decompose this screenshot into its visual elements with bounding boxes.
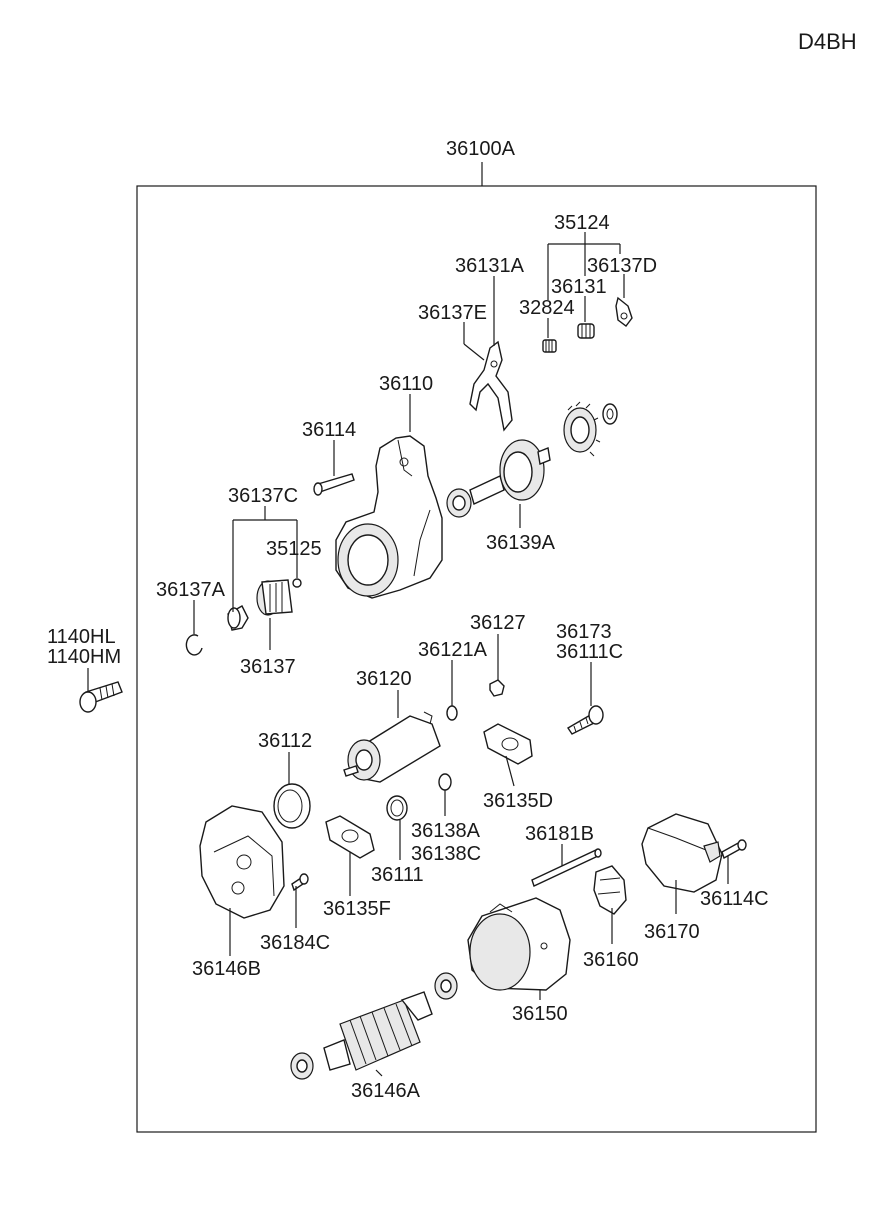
label-36137[interactable]: 36137 <box>240 656 296 678</box>
label-36137C[interactable]: 36137C <box>228 485 298 507</box>
label-36138C[interactable]: 36138C <box>411 843 481 865</box>
yoke-part[interactable] <box>467 897 571 991</box>
label-36111[interactable]: 36111 <box>371 864 424 886</box>
o-ring-part[interactable] <box>386 795 408 821</box>
label-36137A[interactable]: 36137A <box>156 579 226 601</box>
solenoid-part[interactable] <box>343 711 441 783</box>
housing-bolt-part[interactable] <box>313 473 355 496</box>
gasket-plate-f-part[interactable] <box>325 815 375 859</box>
small-spring-part[interactable] <box>542 339 557 353</box>
label-36138A[interactable]: 36138A <box>411 820 481 842</box>
bracket-bolt-part[interactable] <box>721 839 747 860</box>
label-36137E[interactable]: 36137E <box>418 302 487 324</box>
diagram-code: D4BH <box>798 29 857 54</box>
end-cover-part[interactable] <box>199 805 285 919</box>
label-36112[interactable]: 36112 <box>258 730 312 752</box>
pinion-gear-part[interactable] <box>256 579 293 616</box>
label-35125[interactable]: 35125 <box>266 538 322 560</box>
label-36150[interactable]: 36150 <box>512 1003 568 1025</box>
label-36135F[interactable]: 36135F <box>323 898 391 920</box>
rear-bracket-part[interactable] <box>641 813 723 893</box>
label-1140HM[interactable]: 1140HM <box>47 646 121 668</box>
label-36146B[interactable]: 36146B <box>192 958 261 980</box>
label-36160[interactable]: 36160 <box>583 949 639 971</box>
label-36131[interactable]: 36131 <box>551 276 607 298</box>
armature-part[interactable] <box>323 991 433 1071</box>
pinion-shaft-part[interactable] <box>469 439 551 505</box>
terminal-nut-part[interactable] <box>489 679 505 697</box>
label-36127[interactable]: 36127 <box>470 612 526 634</box>
gear-washer-part[interactable] <box>602 403 618 425</box>
label-1140HL[interactable]: 1140HL <box>47 626 116 648</box>
packing-gasket-part[interactable] <box>273 783 311 829</box>
terminal-washer-part[interactable] <box>446 705 458 721</box>
retaining-ring-part[interactable] <box>185 634 203 656</box>
shift-lever-fork-part[interactable] <box>469 340 513 432</box>
label-35124[interactable]: 35124 <box>554 212 610 234</box>
gear-part[interactable] <box>563 401 601 457</box>
label-36137D[interactable]: 36137D <box>587 255 657 277</box>
cover-screw-part[interactable] <box>291 873 309 892</box>
pinion-collar-part[interactable] <box>227 605 249 631</box>
label-36100A[interactable]: 36100A <box>446 138 516 160</box>
shaft-bearing-part[interactable] <box>446 488 472 518</box>
label-36131A[interactable]: 36131A <box>455 255 525 277</box>
assembly-frame <box>136 185 817 1133</box>
label-36146A[interactable]: 36146A <box>351 1080 421 1102</box>
label-36114C[interactable]: 36114C <box>700 888 769 910</box>
gasket-plate-d-part[interactable] <box>483 723 533 765</box>
spring-part[interactable] <box>577 323 595 339</box>
label-36121A[interactable]: 36121A <box>418 639 488 661</box>
lever-clip-part[interactable] <box>615 296 633 327</box>
label-36111C[interactable]: 36111C <box>556 641 623 663</box>
label-36110[interactable]: 36110 <box>379 373 433 395</box>
label-36135D[interactable]: 36135D <box>483 790 553 812</box>
label-36173[interactable]: 36173 <box>556 621 612 643</box>
label-36120[interactable]: 36120 <box>356 668 412 690</box>
pinion-stop-part[interactable] <box>292 578 302 588</box>
label-32824[interactable]: 32824 <box>519 297 575 319</box>
mounting-bolt-part[interactable] <box>79 681 123 713</box>
label-36114[interactable]: 36114 <box>302 419 356 441</box>
leader-lines <box>87 232 729 1077</box>
label-36184C[interactable]: 36184C <box>260 932 330 954</box>
solenoid-screw-part[interactable] <box>567 705 604 735</box>
front-housing-part[interactable] <box>335 435 443 599</box>
armature-front-bearing-part[interactable] <box>290 1052 314 1080</box>
seal-ring-part[interactable] <box>438 773 452 791</box>
label-36170[interactable]: 36170 <box>644 921 700 943</box>
armature-rear-bearing-part[interactable] <box>434 972 458 1000</box>
label-36181B[interactable]: 36181B <box>525 823 594 845</box>
label-36139A[interactable]: 36139A <box>486 532 556 554</box>
brush-holder-part[interactable] <box>593 865 627 915</box>
through-bolt-part[interactable] <box>531 848 602 887</box>
